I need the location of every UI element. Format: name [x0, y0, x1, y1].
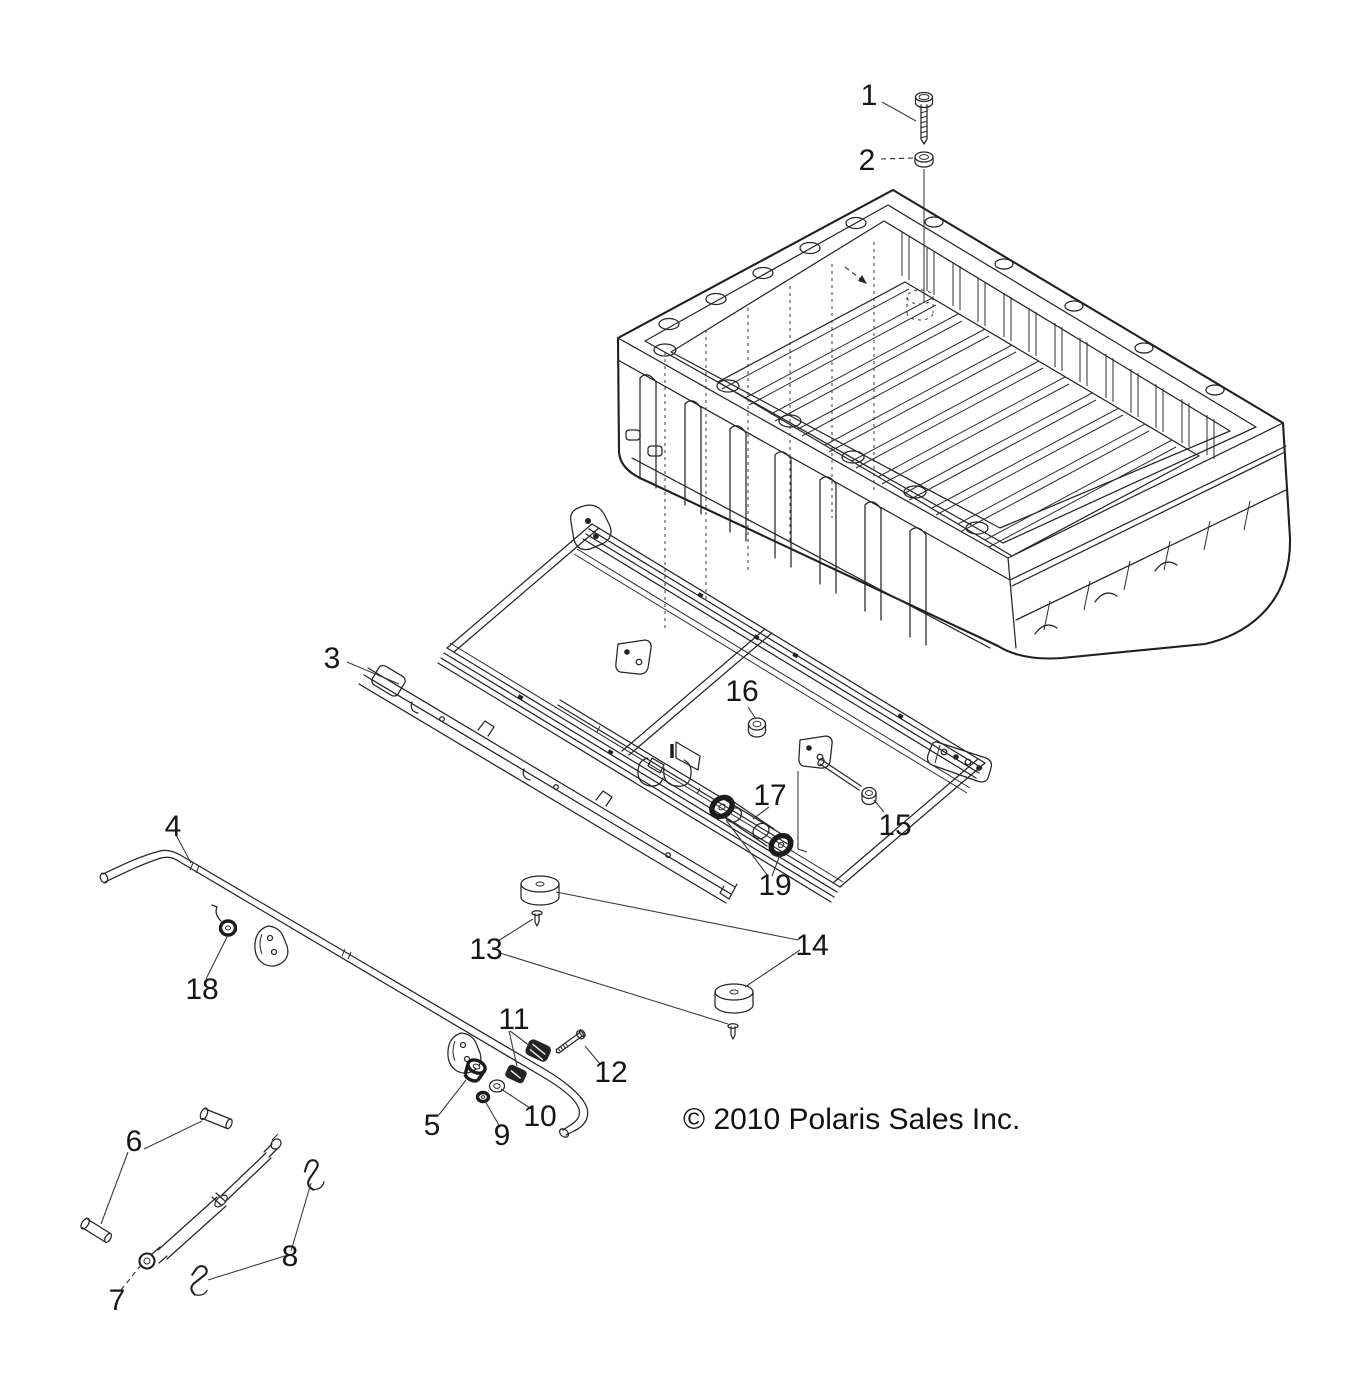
- latch-drawing: [638, 742, 700, 786]
- bushing-5-drawing: [462, 1057, 487, 1083]
- grommet-18-drawing: [212, 905, 236, 935]
- callout-18: 18: [185, 973, 219, 1006]
- pivot-rod-4-drawing: [99, 850, 588, 1139]
- washer-10-drawing: [490, 1080, 505, 1092]
- callout-5: 5: [423, 1109, 441, 1142]
- tailgate-drawing: [1008, 452, 1286, 648]
- callout-11: 11: [498, 1003, 530, 1036]
- bolt-12-drawing: [554, 1028, 587, 1055]
- cargo-box-drawing: [618, 190, 1290, 659]
- callout-14: 14: [795, 929, 829, 962]
- bed-frame-drawing: [438, 505, 991, 902]
- spring-clips-8-drawing: [188, 1158, 328, 1296]
- callout-8: 8: [281, 1240, 299, 1273]
- screws-13-drawing: [532, 911, 738, 1039]
- far-wall-rib-lines: [902, 232, 1214, 459]
- callout-4: 4: [164, 810, 182, 843]
- clamp-11-drawing: [505, 1039, 552, 1084]
- bolt-15-drawing: [817, 757, 876, 804]
- nut-16-drawing: [749, 718, 766, 737]
- callout-2: 2: [858, 144, 876, 177]
- nut-2-drawing: [845, 152, 933, 320]
- gas-strut-7-drawing: [140, 1134, 284, 1269]
- clevis-pins-6-drawing: [79, 1107, 233, 1244]
- roller-17-drawing: [708, 794, 794, 859]
- callout-1: 1: [860, 79, 878, 112]
- callout-9: 9: [493, 1119, 511, 1152]
- callout-13: 13: [469, 933, 503, 966]
- bumper-pucks-drawing: [521, 876, 753, 1013]
- mount-rail-3-drawing: [359, 664, 737, 903]
- front-wall-post-lines: [665, 242, 874, 630]
- rod-hook-brackets-drawing: [255, 926, 481, 1073]
- nut-9-drawing: [478, 1093, 489, 1102]
- callout-19: 19: [758, 869, 792, 902]
- callout-10: 10: [523, 1100, 557, 1133]
- callout-17: 17: [753, 779, 787, 812]
- callout-15: 15: [878, 809, 912, 842]
- callout-16: 16: [725, 675, 759, 708]
- callout-7: 7: [108, 1284, 126, 1317]
- leader-lines: [101, 102, 916, 1290]
- near-wall-rib-shapes: [640, 375, 926, 645]
- bolt-1-drawing: [916, 93, 933, 145]
- copyright-text: © 2010 Polaris Sales Inc.: [683, 1103, 1021, 1136]
- floor-rib-lines: [718, 282, 1176, 547]
- callout-12: 12: [594, 1056, 628, 1089]
- rim-holes: [654, 217, 1224, 534]
- callout-3: 3: [323, 642, 341, 675]
- callout-6: 6: [125, 1125, 143, 1158]
